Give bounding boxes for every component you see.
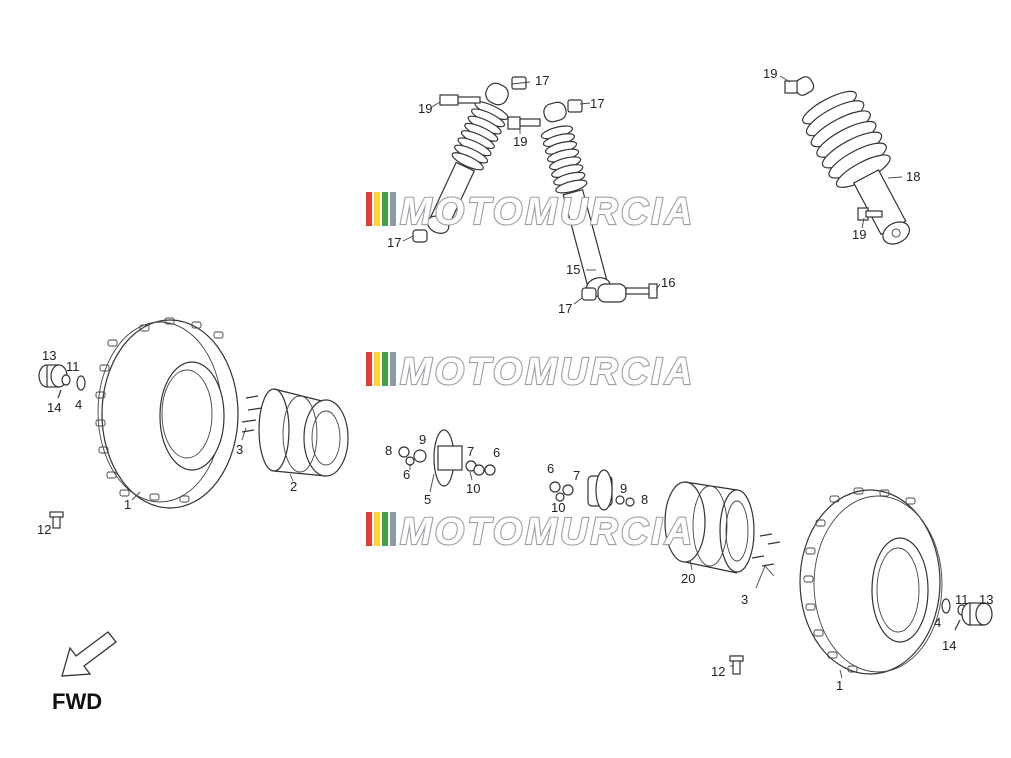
callout-4: 4 (75, 397, 82, 412)
svg-text:MOTOMURCIA: MOTOMURCIA (400, 191, 695, 233)
watermark-2: MOTOMURCIA (366, 350, 695, 394)
tire-right (799, 487, 943, 675)
callout-12: 12 (37, 522, 51, 537)
direction-label: FWD (52, 689, 102, 714)
callout-12: 12 (711, 664, 725, 679)
callout-14: 14 (942, 638, 956, 653)
callout-6: 6 (493, 445, 500, 460)
callout-6: 6 (403, 467, 410, 482)
callout-1: 1 (124, 497, 131, 512)
callout-13: 13 (42, 348, 56, 363)
shock-absorber-left (427, 82, 509, 234)
rim-left (258, 388, 349, 477)
watermark-3: MOTOMURCIA (366, 510, 695, 554)
watermark-1: MOTOMURCIA (366, 190, 695, 234)
callout-20: 20 (681, 571, 695, 586)
callout-14: 14 (47, 400, 61, 415)
svg-text:MOTOMURCIA: MOTOMURCIA (400, 351, 695, 393)
callout-19: 19 (513, 134, 527, 149)
hub-cap-left (38, 364, 86, 399)
leader-lines-upper (402, 75, 903, 305)
callout-19: 19 (418, 101, 432, 116)
wheel-bolts-right (729, 533, 781, 675)
callout-16: 16 (661, 275, 675, 290)
wheel-bolts-left (49, 395, 263, 529)
leader-lines-lower (131, 427, 843, 679)
tire-left (95, 317, 239, 509)
callout-2: 2 (290, 479, 297, 494)
svg-text:MOTOMURCIA: MOTOMURCIA (400, 511, 695, 553)
callout-18: 18 (906, 169, 920, 184)
forward-arrow-icon (61, 631, 117, 677)
callout-7: 7 (467, 444, 474, 459)
callout-17: 17 (558, 301, 572, 316)
callout-7: 7 (573, 468, 580, 483)
callout-13: 13 (979, 592, 993, 607)
hub-cap-right (941, 598, 993, 631)
callout-17: 17 (590, 96, 604, 111)
callout-15: 15 (566, 262, 580, 277)
callout-17: 17 (387, 235, 401, 250)
callout-9: 9 (419, 432, 426, 447)
callout-3: 3 (741, 592, 748, 607)
callout-8: 8 (385, 443, 392, 458)
callout-6: 6 (547, 461, 554, 476)
hub-assembly-left (398, 429, 496, 487)
hub-assembly-right (549, 469, 635, 511)
callout-11: 11 (955, 592, 969, 607)
callout-5: 5 (424, 492, 431, 507)
callout-labels: 17 19 17 19 17 15 16 17 19 18 19 13 11 1… (37, 66, 993, 693)
rim-right (664, 481, 755, 574)
callout-3: 3 (236, 442, 243, 457)
callout-10: 10 (551, 500, 565, 515)
callout-4: 4 (934, 615, 941, 630)
callout-10: 10 (466, 481, 480, 496)
callout-8: 8 (641, 492, 648, 507)
callout-17: 17 (535, 73, 549, 88)
callout-11: 11 (66, 359, 80, 374)
shock-absorber-center (540, 101, 611, 297)
callout-19: 19 (852, 227, 866, 242)
callout-1: 1 (836, 678, 843, 693)
callout-19: 19 (763, 66, 777, 81)
callout-9: 9 (620, 481, 627, 496)
